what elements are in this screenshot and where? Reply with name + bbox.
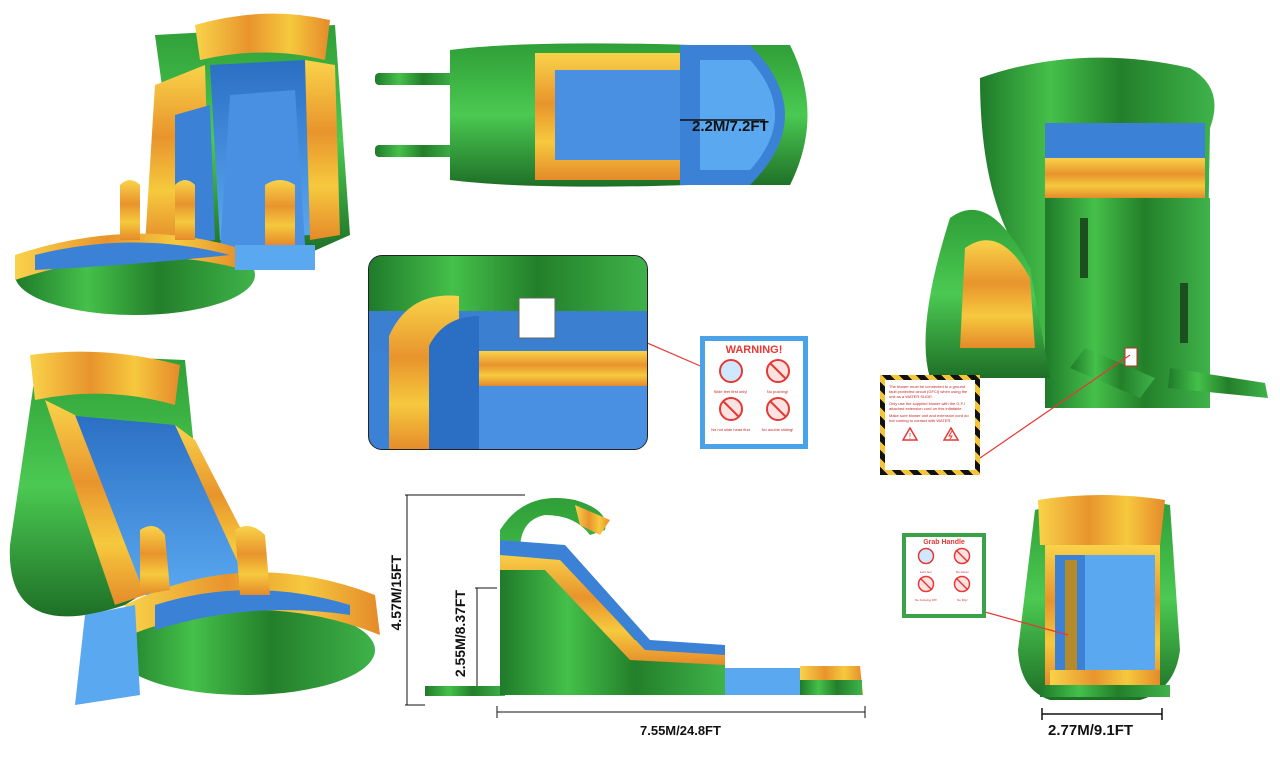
- blower-line-3: Make sure blower unit and extension cord…: [889, 413, 969, 423]
- slide-view-front-left: [5, 5, 360, 335]
- blower-line-1: The blower must be connected to a ground…: [889, 384, 968, 399]
- blower-warning-sign: The blower must be connected to a ground…: [880, 375, 980, 475]
- detail-inset: [368, 255, 648, 450]
- dimension-width-top: 2.2M/7.2FT: [692, 118, 769, 135]
- caution-icon: !: [901, 427, 918, 441]
- no-double-sliding-icon: [765, 397, 790, 421]
- warning-sign: WARNING! Slide feet first only! No pushi…: [700, 336, 808, 449]
- grab-item: No Jump!: [945, 547, 981, 574]
- svg-text:!: !: [908, 432, 910, 441]
- warning-item: No pushing!: [755, 358, 800, 394]
- dimension-length: 7.55M/24.8FT: [640, 723, 721, 738]
- dimension-height-platform: 2.55M/8.37FT: [452, 590, 468, 678]
- electric-hazard-icon: [942, 427, 959, 441]
- lets-go-icon: [917, 547, 934, 565]
- grab-handle-sign: Grab Handle Let's Go! No Jump! No Jumpin…: [902, 533, 986, 618]
- dimension-width-front: 2.77M/9.1FT: [1048, 722, 1134, 739]
- slide-view-top: [370, 35, 830, 200]
- grab-item: No Jumping Off!: [908, 575, 944, 602]
- grab-item: No Flip!: [945, 575, 981, 602]
- warning-item: Slide feet first only!: [708, 358, 753, 394]
- warning-item: No double sliding!: [755, 396, 800, 432]
- no-jumping-off-icon: [917, 575, 934, 593]
- warning-sign-title: WARNING!: [725, 344, 783, 356]
- dimension-height-total: 4.57M/15FT: [388, 555, 404, 631]
- no-flip-icon: [954, 575, 971, 593]
- slide-view-rear: [910, 48, 1275, 423]
- grab-item: Let's Go!: [908, 547, 944, 574]
- no-head-first-icon: [718, 397, 743, 421]
- grab-handle-title: Grab Handle: [923, 539, 965, 546]
- slide-view-side: [405, 490, 875, 720]
- warning-item: No not slide head first: [708, 396, 753, 432]
- no-pushing-icon: [765, 359, 790, 383]
- slide-view-front: [1010, 490, 1190, 705]
- slide-feet-first-icon: [718, 359, 743, 383]
- no-jump-icon: [954, 547, 971, 565]
- blower-line-2: Only use the supplied blower with the G.…: [889, 401, 965, 411]
- slide-view-front-low: [5, 345, 385, 715]
